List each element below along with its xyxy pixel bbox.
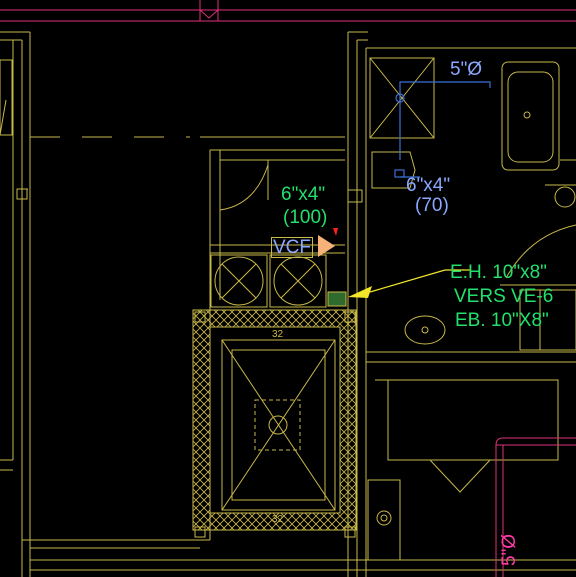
duct-flow-blue: (70) xyxy=(415,195,449,216)
duct-size-blue: 6"x4" xyxy=(406,175,451,196)
note-line-2: VERS VE-6 xyxy=(454,286,554,307)
duct-flow-green: (100) xyxy=(283,207,328,228)
magenta-duct xyxy=(495,437,576,577)
duct-label-5in-top: 5"Ø xyxy=(450,59,483,80)
room-code-bottom: 32 xyxy=(272,514,284,525)
left-walls xyxy=(0,31,576,577)
duct-label-vertical: 5"Ø xyxy=(499,533,520,566)
note-line-3: EB. 10"X8" xyxy=(455,310,549,331)
blue-ductwork xyxy=(394,81,491,178)
right-bathroom xyxy=(347,47,576,577)
leader-line xyxy=(318,228,470,298)
vcf-tag: VCF xyxy=(271,237,313,258)
supply-arrow-icon xyxy=(318,235,335,257)
top-wall xyxy=(0,0,576,22)
note-line-1: E.H. 10"x8" xyxy=(450,262,547,283)
shower-enclosure xyxy=(192,309,357,538)
duct-size-green: 6"x4" xyxy=(281,184,326,205)
room-code-top: 32 xyxy=(272,329,284,340)
